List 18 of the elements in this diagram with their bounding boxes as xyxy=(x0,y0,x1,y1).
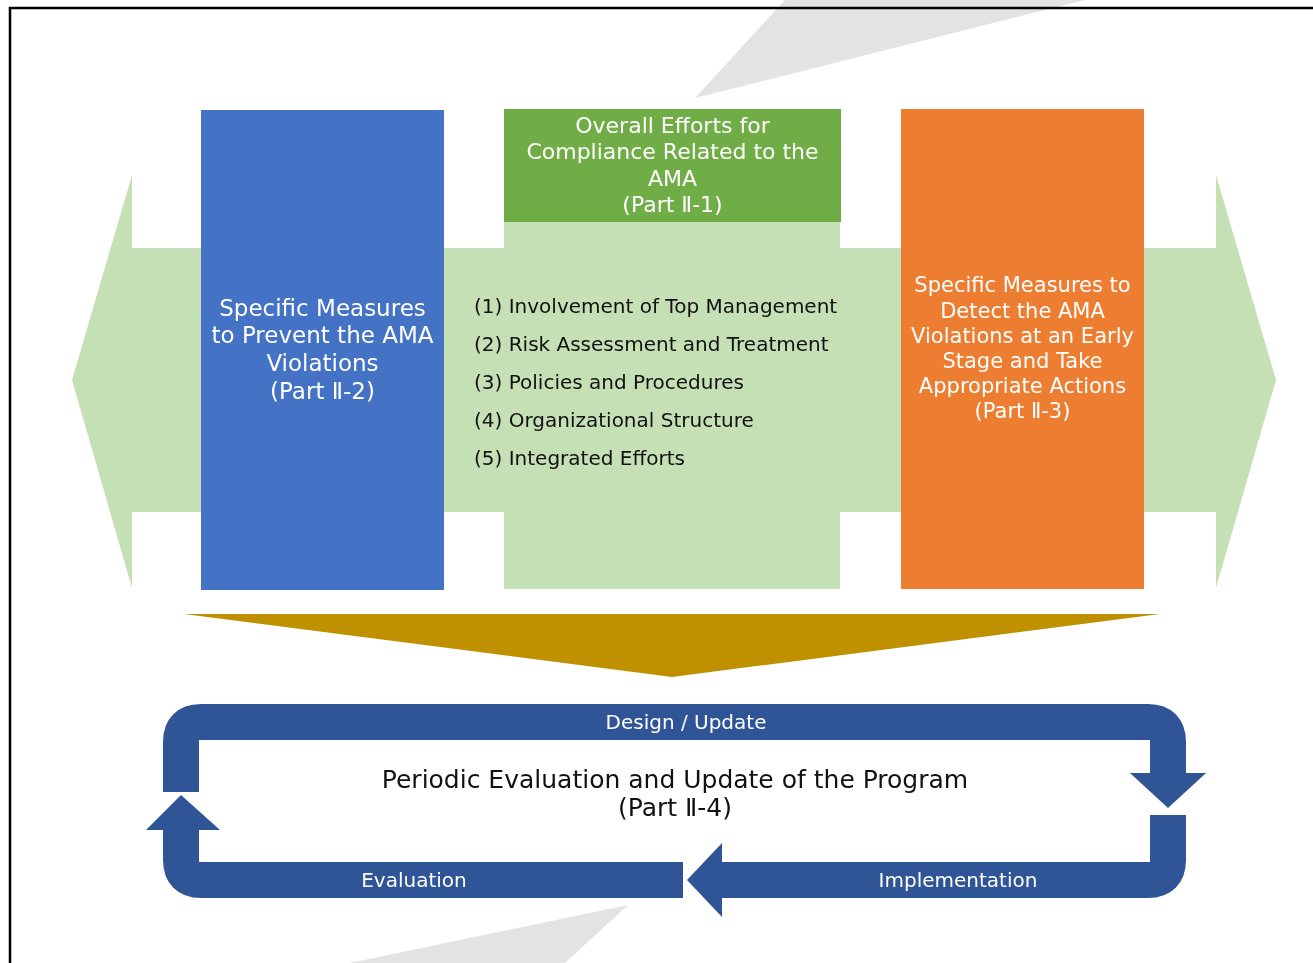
header-text: Overall Efforts for Compliance Related to the AMA xyxy=(525,112,820,192)
list-item: (4) Organizational Structure xyxy=(474,408,755,433)
box-text: (Part Ⅱ-2) xyxy=(270,377,375,406)
cycle-step-label: Evaluation xyxy=(361,868,467,892)
cycle-step-label: Design / Update xyxy=(605,710,767,734)
list-item: (5) Integrated Efforts xyxy=(474,446,686,471)
list-item: (2) Risk Assessment and Treatment xyxy=(474,332,830,357)
measure-box xyxy=(201,110,444,590)
list-item: (1) Involvement of Top Management xyxy=(474,294,839,319)
program-title: (Part Ⅱ-4) xyxy=(617,793,732,821)
box-text: Specific Measures to Detect the AMA Violations at an Early Stage and Take Appropriate Actions xyxy=(910,273,1135,400)
header-text: (Part Ⅱ-1) xyxy=(622,191,723,219)
list-item: (3) Policies and Procedures xyxy=(474,370,745,395)
box-text: (Part Ⅱ-3) xyxy=(974,399,1071,425)
box-text: Specific Measures to Prevent the AMA Violations xyxy=(210,294,435,378)
measure-box xyxy=(901,109,1144,589)
cycle-step-label: Implementation xyxy=(878,868,1038,892)
program-title: Periodic Evaluation and Update of the Program xyxy=(381,766,969,794)
